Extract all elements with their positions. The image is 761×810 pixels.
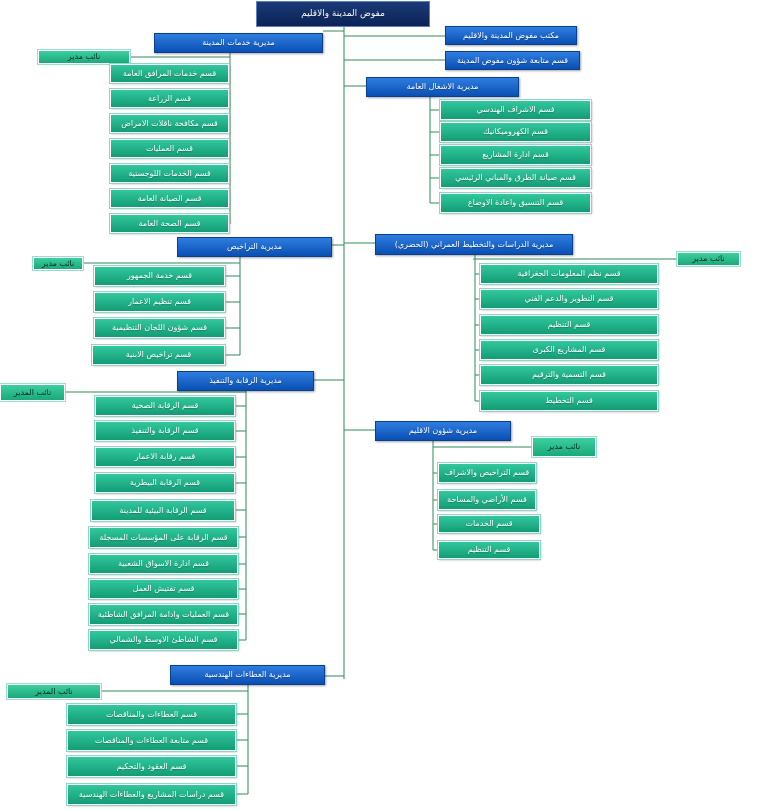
tenders-section-1: قسم متابعة العطاءات والمناقصات bbox=[67, 730, 236, 751]
tenders-directorate-box: مديرية العطاءات الهندسية bbox=[170, 665, 325, 685]
studies-section-3: قسم المشاريع الكبرى bbox=[480, 340, 658, 360]
control-section-1: قسم الرقابة والتنفيذ bbox=[95, 421, 235, 441]
services-section-2: قسم مكافحة ناقلات الامراض bbox=[110, 114, 229, 133]
works-directorate-box: مديرية الاشغال العامة bbox=[366, 77, 519, 97]
licenses-section-0: قسم خدمة الجمهور bbox=[94, 266, 225, 286]
control-deputy-box: نائب المدير bbox=[0, 384, 65, 401]
region-directorate-box: مديرية شؤون الاقليم bbox=[375, 421, 511, 441]
tenders-deputy-box: نائب المدير bbox=[7, 684, 101, 699]
commissioner-followup-box: قسم متابعة شؤون مفوض المدينة bbox=[445, 51, 580, 70]
control-section-8: قسم العمليات وادامة المرافق الشاطئية bbox=[89, 604, 238, 625]
licenses-section-2: قسم شؤون اللجان التنظيمية bbox=[94, 318, 225, 338]
studies-section-4: قسم التسمية والترقيم bbox=[480, 365, 658, 385]
studies-directorate-box: مديرية الدراسات والتخطيط العمراني (الحضر… bbox=[375, 234, 573, 255]
licenses-section-3: قسم تراخيص الابنية bbox=[92, 345, 225, 365]
control-section-5: قسم الرقابة على المؤسسات المسجلة bbox=[89, 527, 238, 548]
services-section-0: قسم خدمات المرافق العامة bbox=[110, 64, 229, 83]
licenses-deputy-box: نائب مدير bbox=[33, 257, 83, 270]
tenders-section-3: قسم دراسات المشاريع والعطاءات الهندسية bbox=[67, 784, 236, 805]
control-section-0: قسم الرقابة الصحية bbox=[95, 396, 235, 416]
services-section-4: قسم الخدمات اللوجستية bbox=[110, 164, 229, 183]
licenses-directorate-box: مديرية التراخيص bbox=[177, 237, 332, 257]
studies-section-0: قسم نظم المعلومات الجغرافية bbox=[480, 264, 658, 284]
works-section-2: قسم ادارة المشاريع bbox=[440, 145, 591, 165]
tenders-section-0: قسم العطاءات والمناقصات bbox=[67, 704, 236, 725]
region-section-0: قسم التراخيص والاشراف bbox=[438, 463, 536, 483]
studies-section-2: قسم التنظيم bbox=[480, 315, 658, 335]
works-section-3: قسم صيانة الطرق والمباني الرئيسي bbox=[440, 168, 591, 188]
control-section-6: قسم ادارة الاسواق الشعبية bbox=[89, 554, 238, 574]
region-section-2: قسم الخدمات bbox=[438, 515, 540, 533]
studies-section-5: قسم التخطيط bbox=[480, 391, 658, 411]
commissioner-office-box: مكتب مفوض المدينة والاقليم bbox=[445, 26, 577, 45]
control-section-9: قسم الشاطئ الاوسط والشمالي bbox=[89, 630, 238, 650]
region-section-1: قسم الأراضي والمساحة bbox=[438, 490, 536, 510]
services-section-3: قسم العمليات bbox=[110, 139, 229, 158]
control-section-7: قسم تفتيش العمل bbox=[89, 579, 238, 599]
services-deputy-box: نائب مدير bbox=[38, 50, 130, 64]
works-section-4: قسم التنسيق واعادة الاوضاع bbox=[440, 193, 591, 213]
region-section-3: قسم التنظيم bbox=[438, 541, 540, 559]
control-section-4: قسم الرقابة البيئية للمدينة bbox=[91, 500, 235, 521]
licenses-section-1: قسم تنظيم الاعمار bbox=[94, 292, 225, 312]
control-section-3: قسم الرقابة البيطرية bbox=[95, 473, 235, 493]
services-section-6: قسم الصحة العامة bbox=[110, 214, 229, 233]
control-directorate-box: مديرية الرقابة والتنفيذ bbox=[177, 371, 314, 391]
studies-deputy-box: نائب مدير bbox=[677, 252, 740, 266]
works-section-1: قسم الكهروميكانيك bbox=[440, 122, 591, 142]
services-section-1: قسم الزراعة bbox=[110, 89, 229, 108]
studies-section-1: قسم التطوير والدعم الفني bbox=[480, 289, 658, 309]
works-section-0: قسم الاشراف الهندسي bbox=[440, 100, 591, 120]
services-directorate-box: مديرية خدمات المدينة bbox=[154, 33, 323, 53]
services-section-5: قسم الصيانة العامة bbox=[110, 189, 229, 208]
tenders-section-2: قسم العقود والتحكيم bbox=[67, 756, 236, 777]
control-section-2: قسم رقابة الاعمار bbox=[95, 447, 235, 467]
region-deputy-box: نائب مدير bbox=[532, 437, 596, 457]
city-commissioner-box: مفوض المدينة والاقليم bbox=[256, 1, 430, 27]
